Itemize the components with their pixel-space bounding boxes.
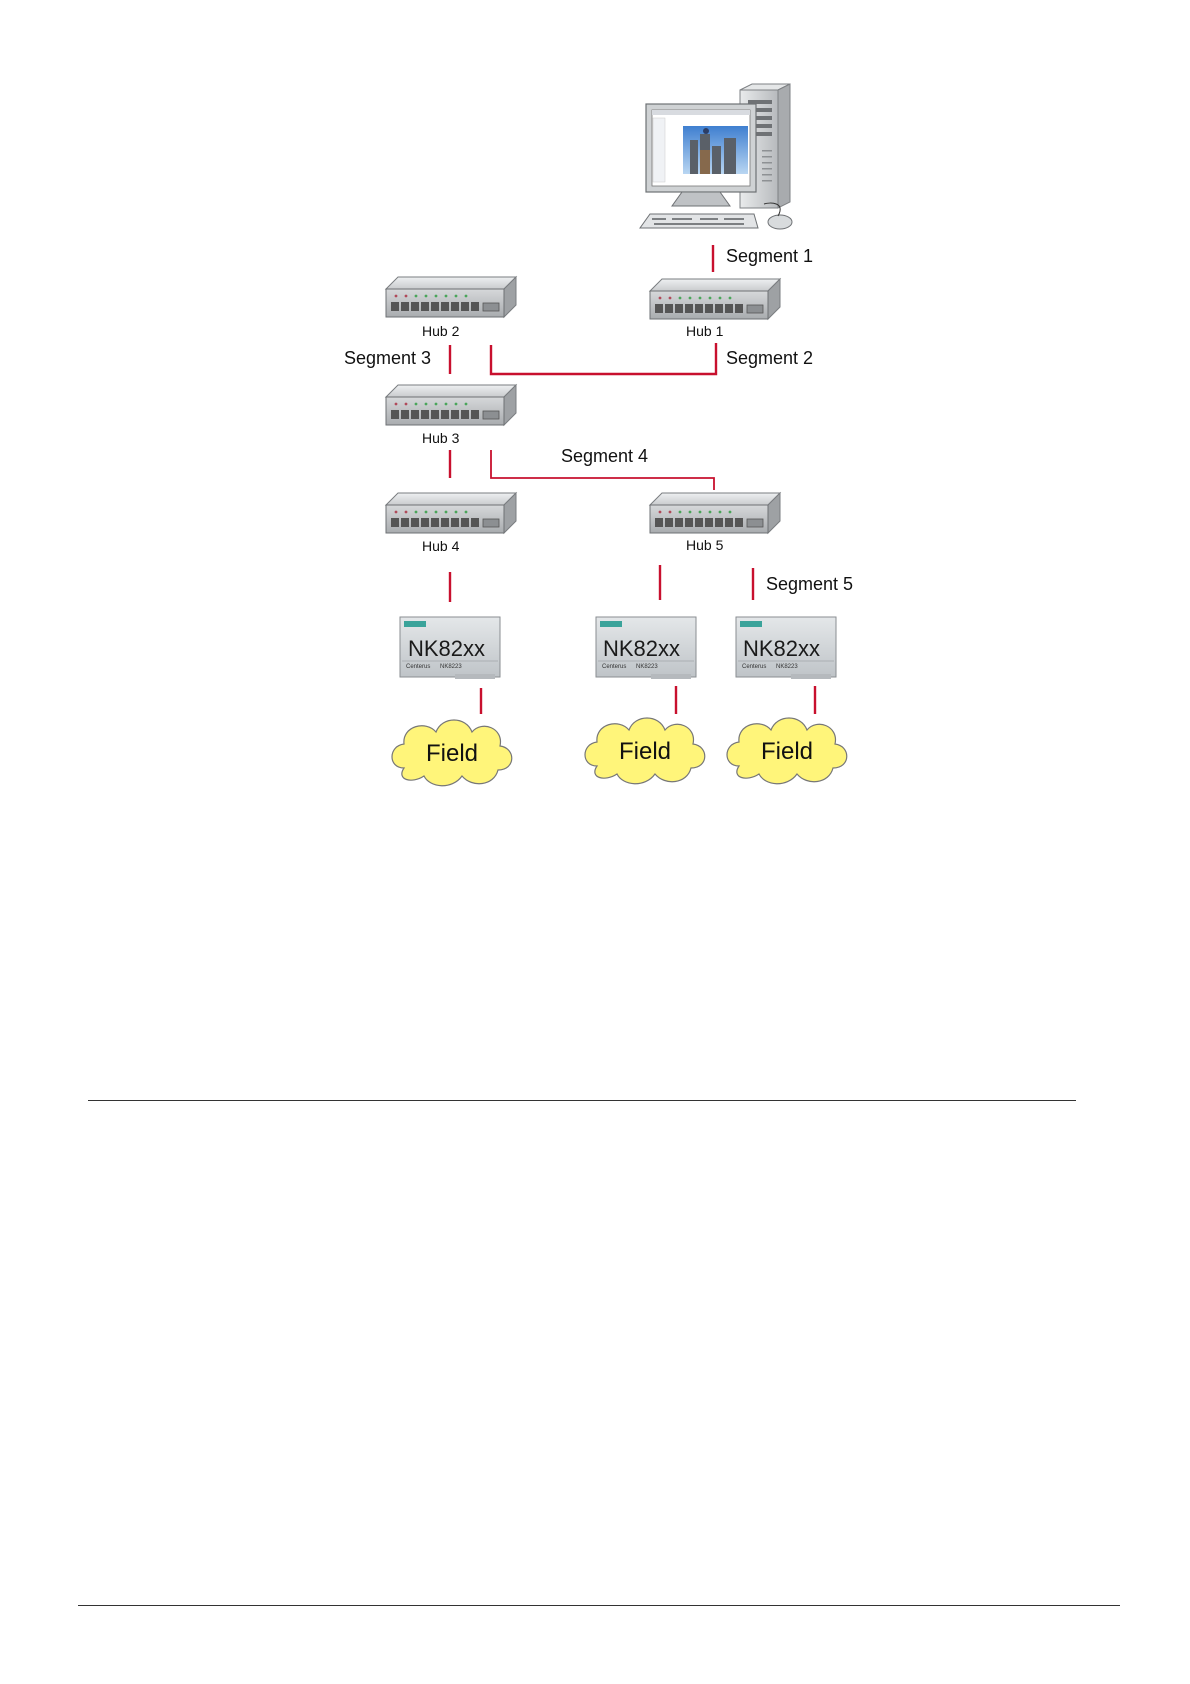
device-1-submodel: NK8223 xyxy=(440,664,462,670)
nk82xx-device-2: NK82xx Centerus NK8223 xyxy=(596,617,696,679)
hub-1: Hub 1 xyxy=(650,279,780,339)
field-cloud-3-label: Field xyxy=(761,738,813,765)
field-cloud-1-label: Field xyxy=(426,740,478,767)
device-2-brand: Centerus xyxy=(602,664,626,670)
device-2-submodel: NK8223 xyxy=(636,664,658,670)
segment-4-label: Segment 4 xyxy=(561,446,648,466)
segment-1-label: Segment 1 xyxy=(726,246,813,266)
hub-1-label: Hub 1 xyxy=(686,323,724,339)
hub-5-label: Hub 5 xyxy=(686,537,724,553)
device-1-brand: Centerus xyxy=(406,664,430,670)
nk82xx-device-1: NK82xx Centerus NK8223 xyxy=(400,617,500,679)
segment-2-link xyxy=(491,343,716,374)
footer-divider xyxy=(78,1605,1120,1606)
hub-3-label: Hub 3 xyxy=(422,430,460,446)
field-cloud-2-label: Field xyxy=(619,738,671,765)
segment-5-label: Segment 5 xyxy=(766,574,853,594)
device-3-brand: Centerus xyxy=(742,664,766,670)
device-3-submodel: NK8223 xyxy=(776,664,798,670)
hub-2: Hub 2 xyxy=(386,277,516,339)
hub-4-label: Hub 4 xyxy=(422,538,460,554)
field-cloud-1: Field xyxy=(392,720,512,786)
device-1-model: NK82xx xyxy=(408,636,485,661)
workstation xyxy=(640,84,792,229)
device-3-model: NK82xx xyxy=(743,636,820,661)
segment-3-label: Segment 3 xyxy=(344,348,431,368)
section-divider xyxy=(88,1100,1076,1101)
hub-2-label: Hub 2 xyxy=(422,323,460,339)
segment-2-label: Segment 2 xyxy=(726,348,813,368)
hub-3: Hub 3 xyxy=(386,385,516,446)
device-2-model: NK82xx xyxy=(603,636,680,661)
hub-5: Hub 5 xyxy=(650,493,780,553)
nk82xx-device-3: NK82xx Centerus NK8223 xyxy=(736,617,836,679)
field-cloud-3: Field xyxy=(727,718,847,784)
hub-4: Hub 4 xyxy=(386,493,516,554)
field-cloud-2: Field xyxy=(585,718,705,784)
